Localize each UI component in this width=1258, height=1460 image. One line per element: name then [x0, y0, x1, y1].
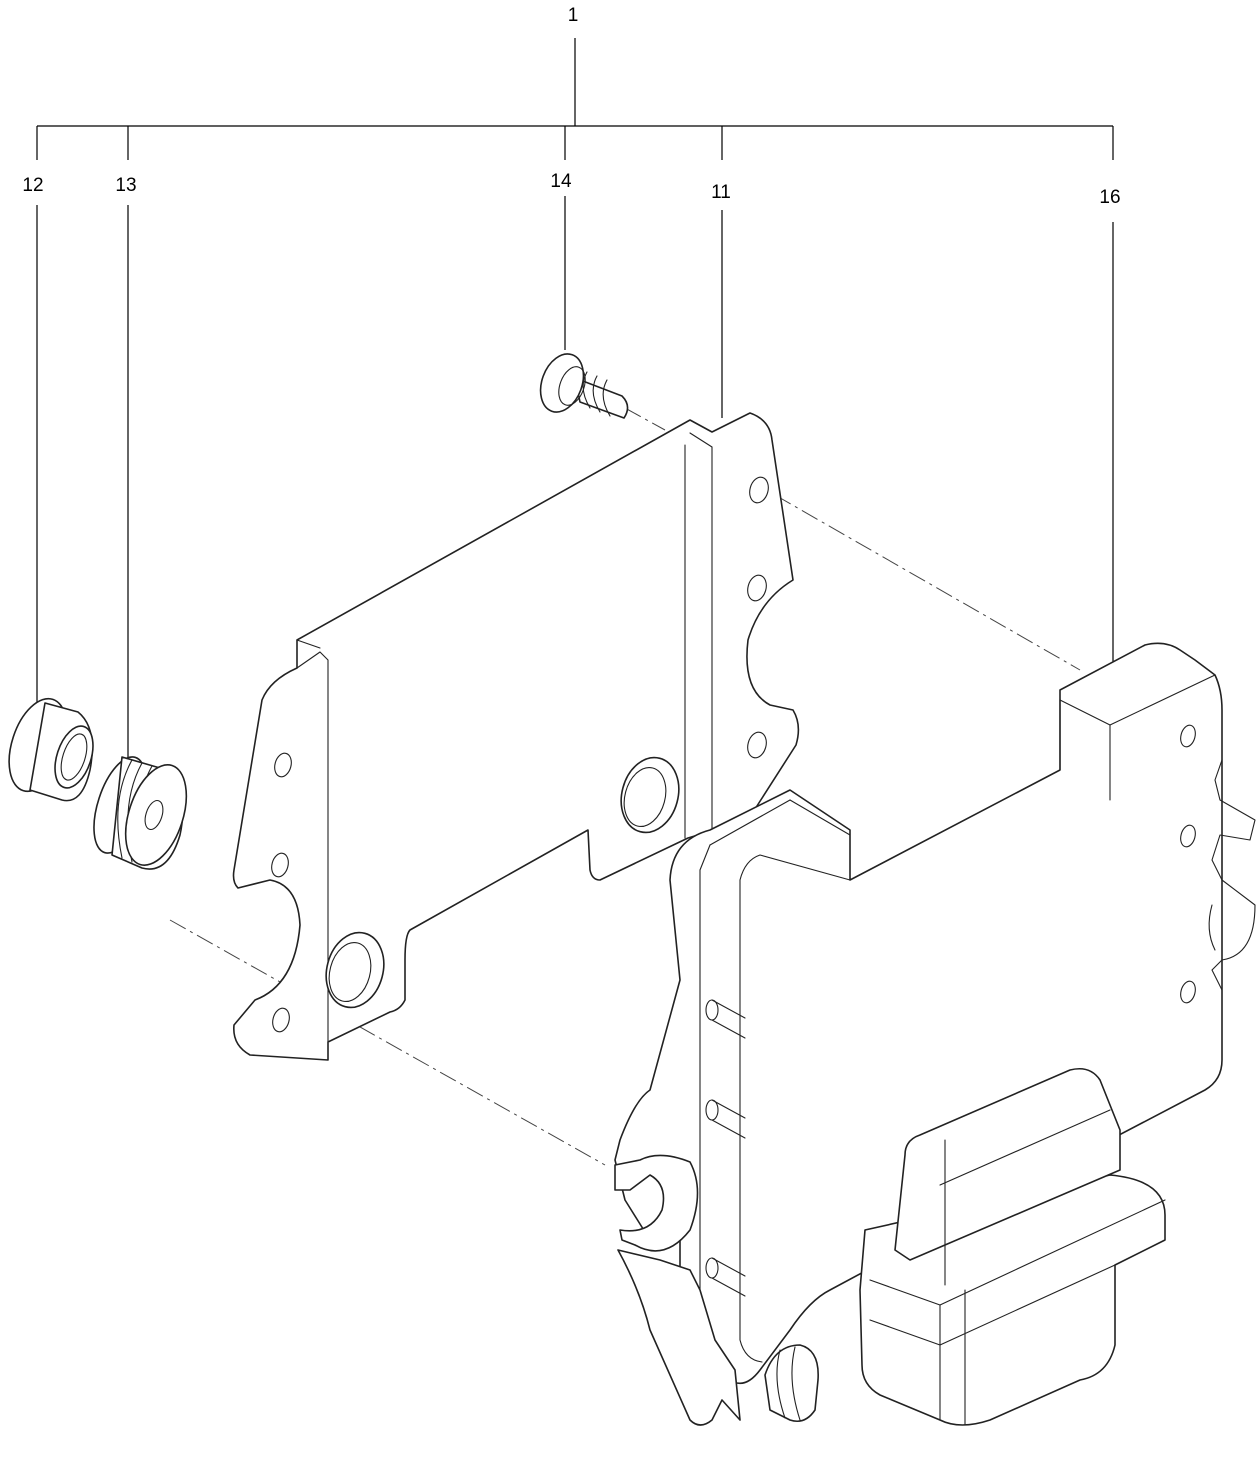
callout-11: 11 [711, 182, 731, 203]
part-14-screw [539, 353, 629, 419]
part-13-grommet [93, 756, 188, 870]
alignment-line-screw [624, 407, 666, 431]
callout-12: 12 [22, 175, 43, 196]
callout-14: 14 [550, 171, 572, 192]
callout-13: 13 [115, 175, 136, 196]
callout-16: 16 [1099, 187, 1120, 208]
callout-tree: 1 12 13 14 11 16 [22, 5, 1121, 850]
part-16-module [614, 642, 1256, 1426]
alignment-lines [169, 407, 1081, 1166]
alignment-line-top [774, 494, 1081, 671]
part-11-bracket [232, 412, 800, 1061]
alignment-line-bottom [169, 919, 606, 1166]
part-12-bushing [8, 697, 94, 802]
callout-assembly: 1 [568, 5, 579, 26]
